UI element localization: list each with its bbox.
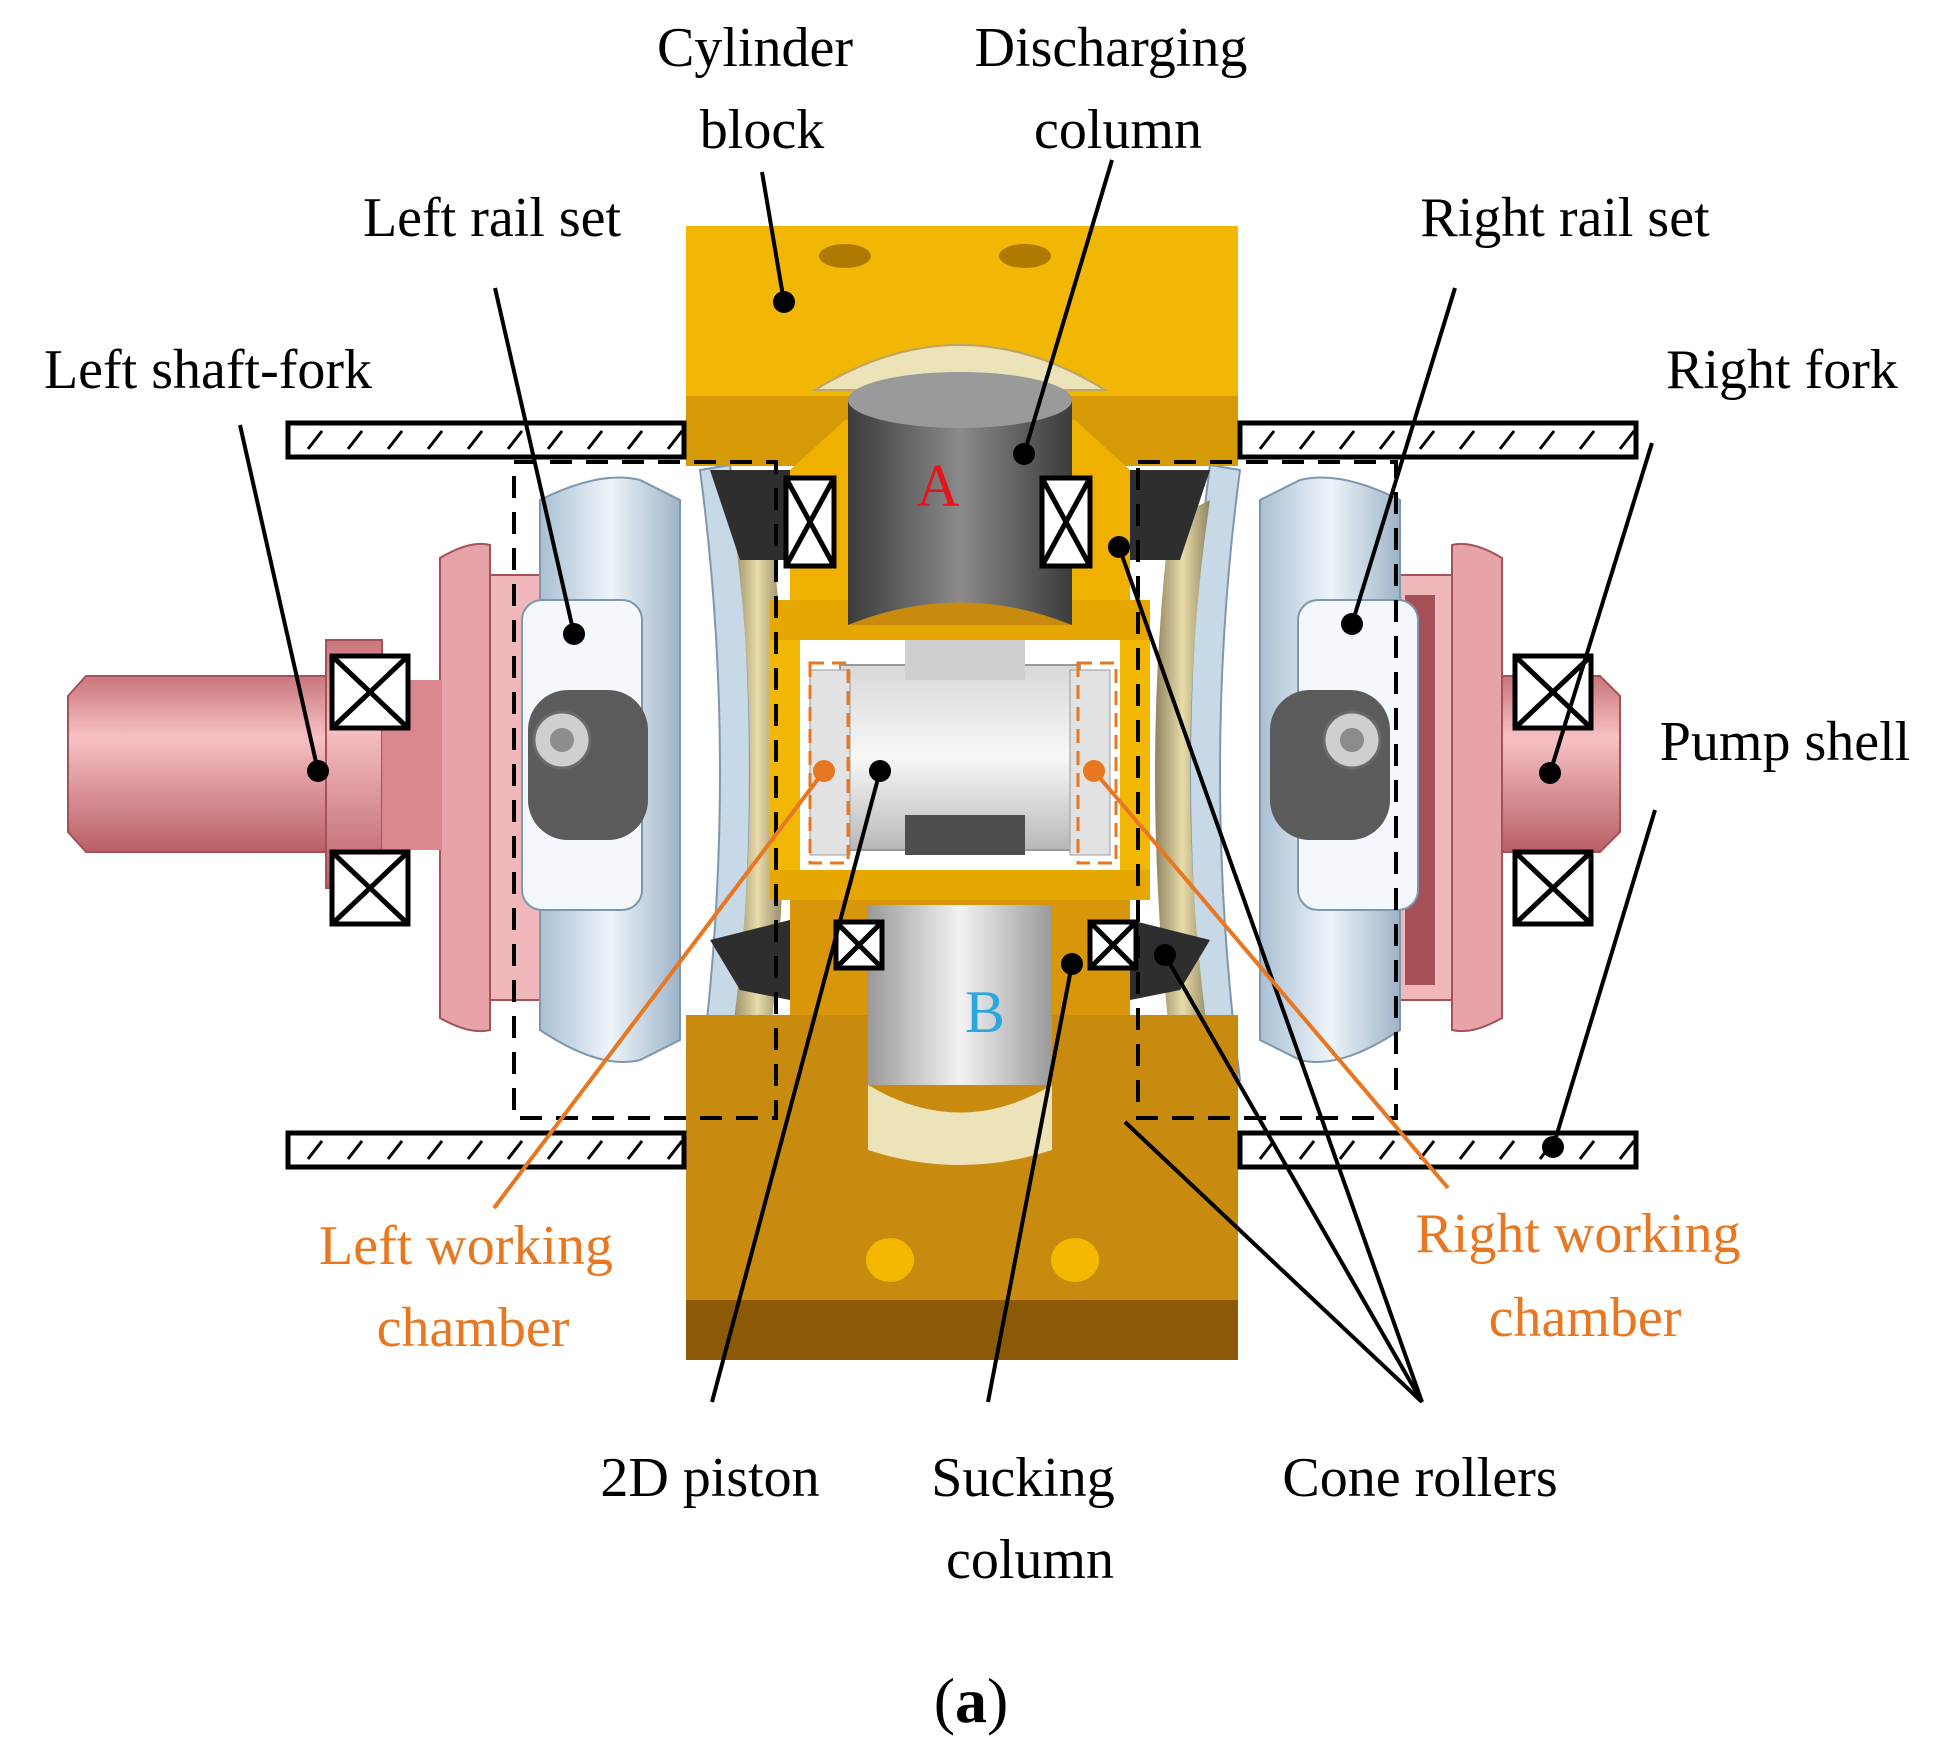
shell-hatch (426, 430, 444, 450)
shell-hatch (1378, 1140, 1396, 1160)
shell-hatch (666, 1140, 684, 1160)
shell-hatch (1578, 1140, 1596, 1160)
label-2d-piston: 2D piston (600, 1447, 819, 1509)
label-right-fork: Right fork (1666, 339, 1898, 401)
shell-hatch (626, 1140, 644, 1160)
bearing-symbol (1087, 919, 1139, 971)
sucking-column (868, 905, 1052, 1165)
shell-hatch (306, 430, 324, 450)
pump-shell (285, 420, 1639, 1170)
shell-hatch (1458, 1140, 1476, 1160)
bearing-symbol (833, 919, 885, 971)
shell-hatch (386, 430, 404, 450)
shell-hatch (1258, 430, 1276, 450)
label-right-working-chamber: Right working chamber (1415, 1203, 1754, 1349)
shell-hatch (1498, 1140, 1516, 1160)
label-pump-shell: Pump shell (1660, 711, 1910, 773)
labels: Cylinder block Discharging column Left r… (44, 17, 1910, 1736)
shell-hatch (1498, 430, 1516, 450)
right-rail-boundary (1136, 460, 1398, 1120)
shell-hatch (1458, 430, 1476, 450)
bearing-symbol (1039, 475, 1093, 569)
label-cone-rollers: Cone rollers (1282, 1447, 1557, 1509)
left-working-chamber-box (808, 661, 850, 865)
shell-hatch (666, 430, 684, 450)
shell-hatch (586, 1140, 604, 1160)
right-rail-set (1155, 463, 1419, 1087)
shell-hatch (466, 1140, 484, 1160)
two-d-piston (770, 640, 1150, 900)
shell-hatch (546, 430, 564, 450)
bearing-symbol (329, 653, 411, 731)
shell-hatch (426, 1140, 444, 1160)
leader-lines (238, 159, 1657, 1404)
label-sucking-column: Sucking column (931, 1447, 1129, 1591)
shell-hatch (546, 1140, 564, 1160)
shell-hatch (1338, 1140, 1356, 1160)
shell-hatch (586, 430, 604, 450)
discharging-column (848, 372, 1072, 625)
shell-hatch (346, 1140, 364, 1160)
left-rail-boundary (512, 460, 778, 1120)
shell-hatch (1618, 430, 1636, 450)
shell-hatch (1298, 1140, 1316, 1160)
bearing-symbol (1512, 849, 1594, 927)
label-right-rail-set: Right rail set (1420, 187, 1710, 249)
figure-caption: (a) (934, 1665, 1009, 1736)
label-left-rail-set: Left rail set (363, 187, 622, 249)
shell-hatch (1418, 430, 1436, 450)
shell-hatch (506, 1140, 524, 1160)
bearing-symbol (329, 849, 411, 927)
label-left-working-chamber: Left working chamber (319, 1215, 627, 1359)
shell-hatch (506, 430, 524, 450)
shell-hatch (1338, 430, 1356, 450)
shell-hatch (1378, 430, 1396, 450)
label-port-a: A (916, 453, 959, 519)
shell-hatch (1618, 1140, 1636, 1160)
shell-hatch (306, 1140, 324, 1160)
shell-hatch (1538, 430, 1556, 450)
bearing-symbol (1512, 653, 1594, 731)
shell-hatch (386, 1140, 404, 1160)
label-left-shaft-fork: Left shaft-fork (44, 339, 372, 401)
shell-hatch (1298, 430, 1316, 450)
shell-hatch (466, 430, 484, 450)
label-port-b: B (965, 979, 1005, 1045)
right-working-chamber-box (1076, 661, 1118, 865)
shell-hatch (1578, 430, 1596, 450)
bearing-symbol (783, 475, 837, 569)
left-shaft-fork (67, 542, 561, 1033)
label-cylinder-block: Cylinder block (657, 17, 867, 161)
label-discharging-column: Discharging column (975, 17, 1262, 161)
shell-hatch (626, 430, 644, 450)
shell-hatch (346, 430, 364, 450)
bearings (329, 475, 1594, 971)
